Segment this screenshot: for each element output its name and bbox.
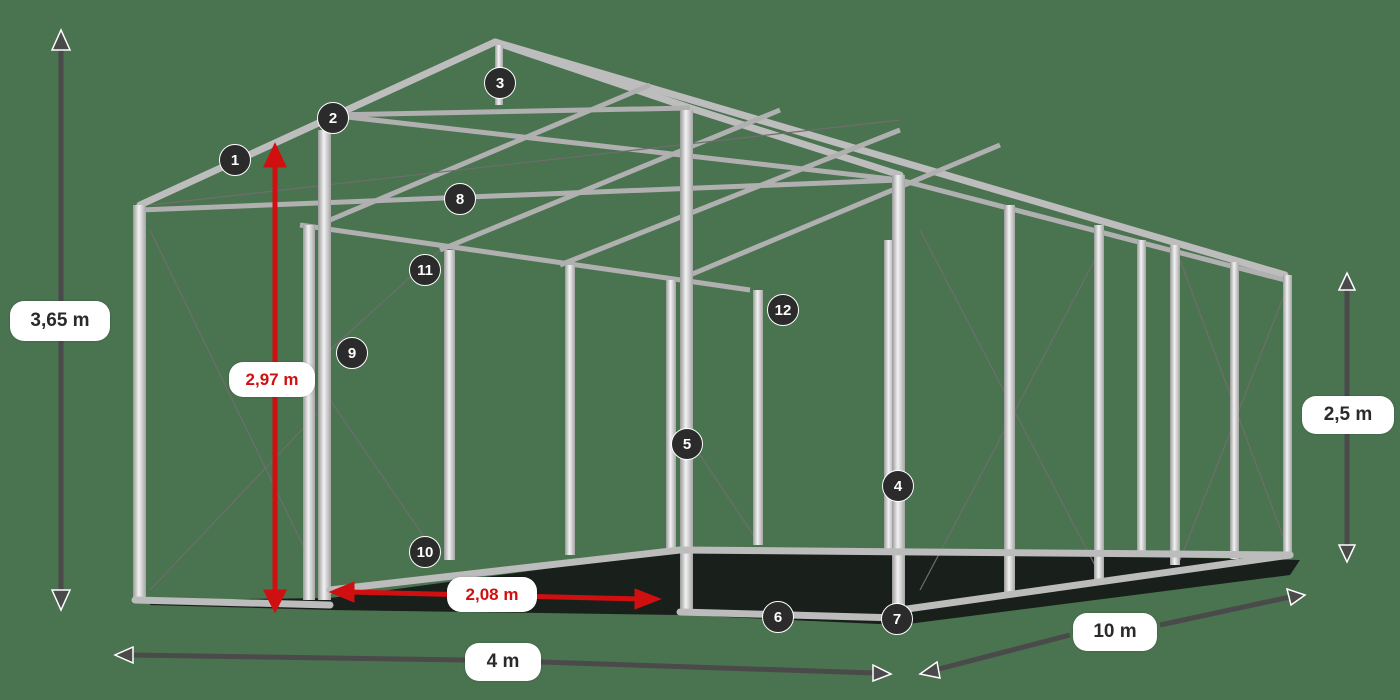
roof-purlins (139, 82, 1286, 293)
part-marker-7: 7 (881, 603, 913, 635)
side-height-label: 2,5 m (1302, 396, 1394, 434)
pole-door-left (318, 130, 331, 600)
part-marker-4: 4 (882, 470, 914, 502)
length-label: 10 m (1073, 613, 1157, 651)
pole-front-left (133, 205, 146, 600)
part-marker-1: 1 (219, 144, 251, 176)
part-marker-9: 9 (336, 337, 368, 369)
part-marker-3: 3 (484, 67, 516, 99)
frame-poles (133, 45, 1292, 610)
part-marker-2: 2 (317, 102, 349, 134)
pole-door-right (680, 110, 693, 610)
width-label: 4 m (465, 643, 541, 681)
door-width-label: 2,08 m (447, 577, 537, 612)
part-marker-10: 10 (409, 536, 441, 568)
part-marker-12: 12 (767, 294, 799, 326)
door-height-label: 2,97 m (229, 362, 315, 397)
part-marker-8: 8 (444, 183, 476, 215)
part-marker-11: 11 (409, 254, 441, 286)
total-height-label: 3,65 m (10, 301, 110, 341)
part-marker-5: 5 (671, 428, 703, 460)
pole-corner (892, 175, 905, 605)
part-marker-6: 6 (762, 601, 794, 633)
